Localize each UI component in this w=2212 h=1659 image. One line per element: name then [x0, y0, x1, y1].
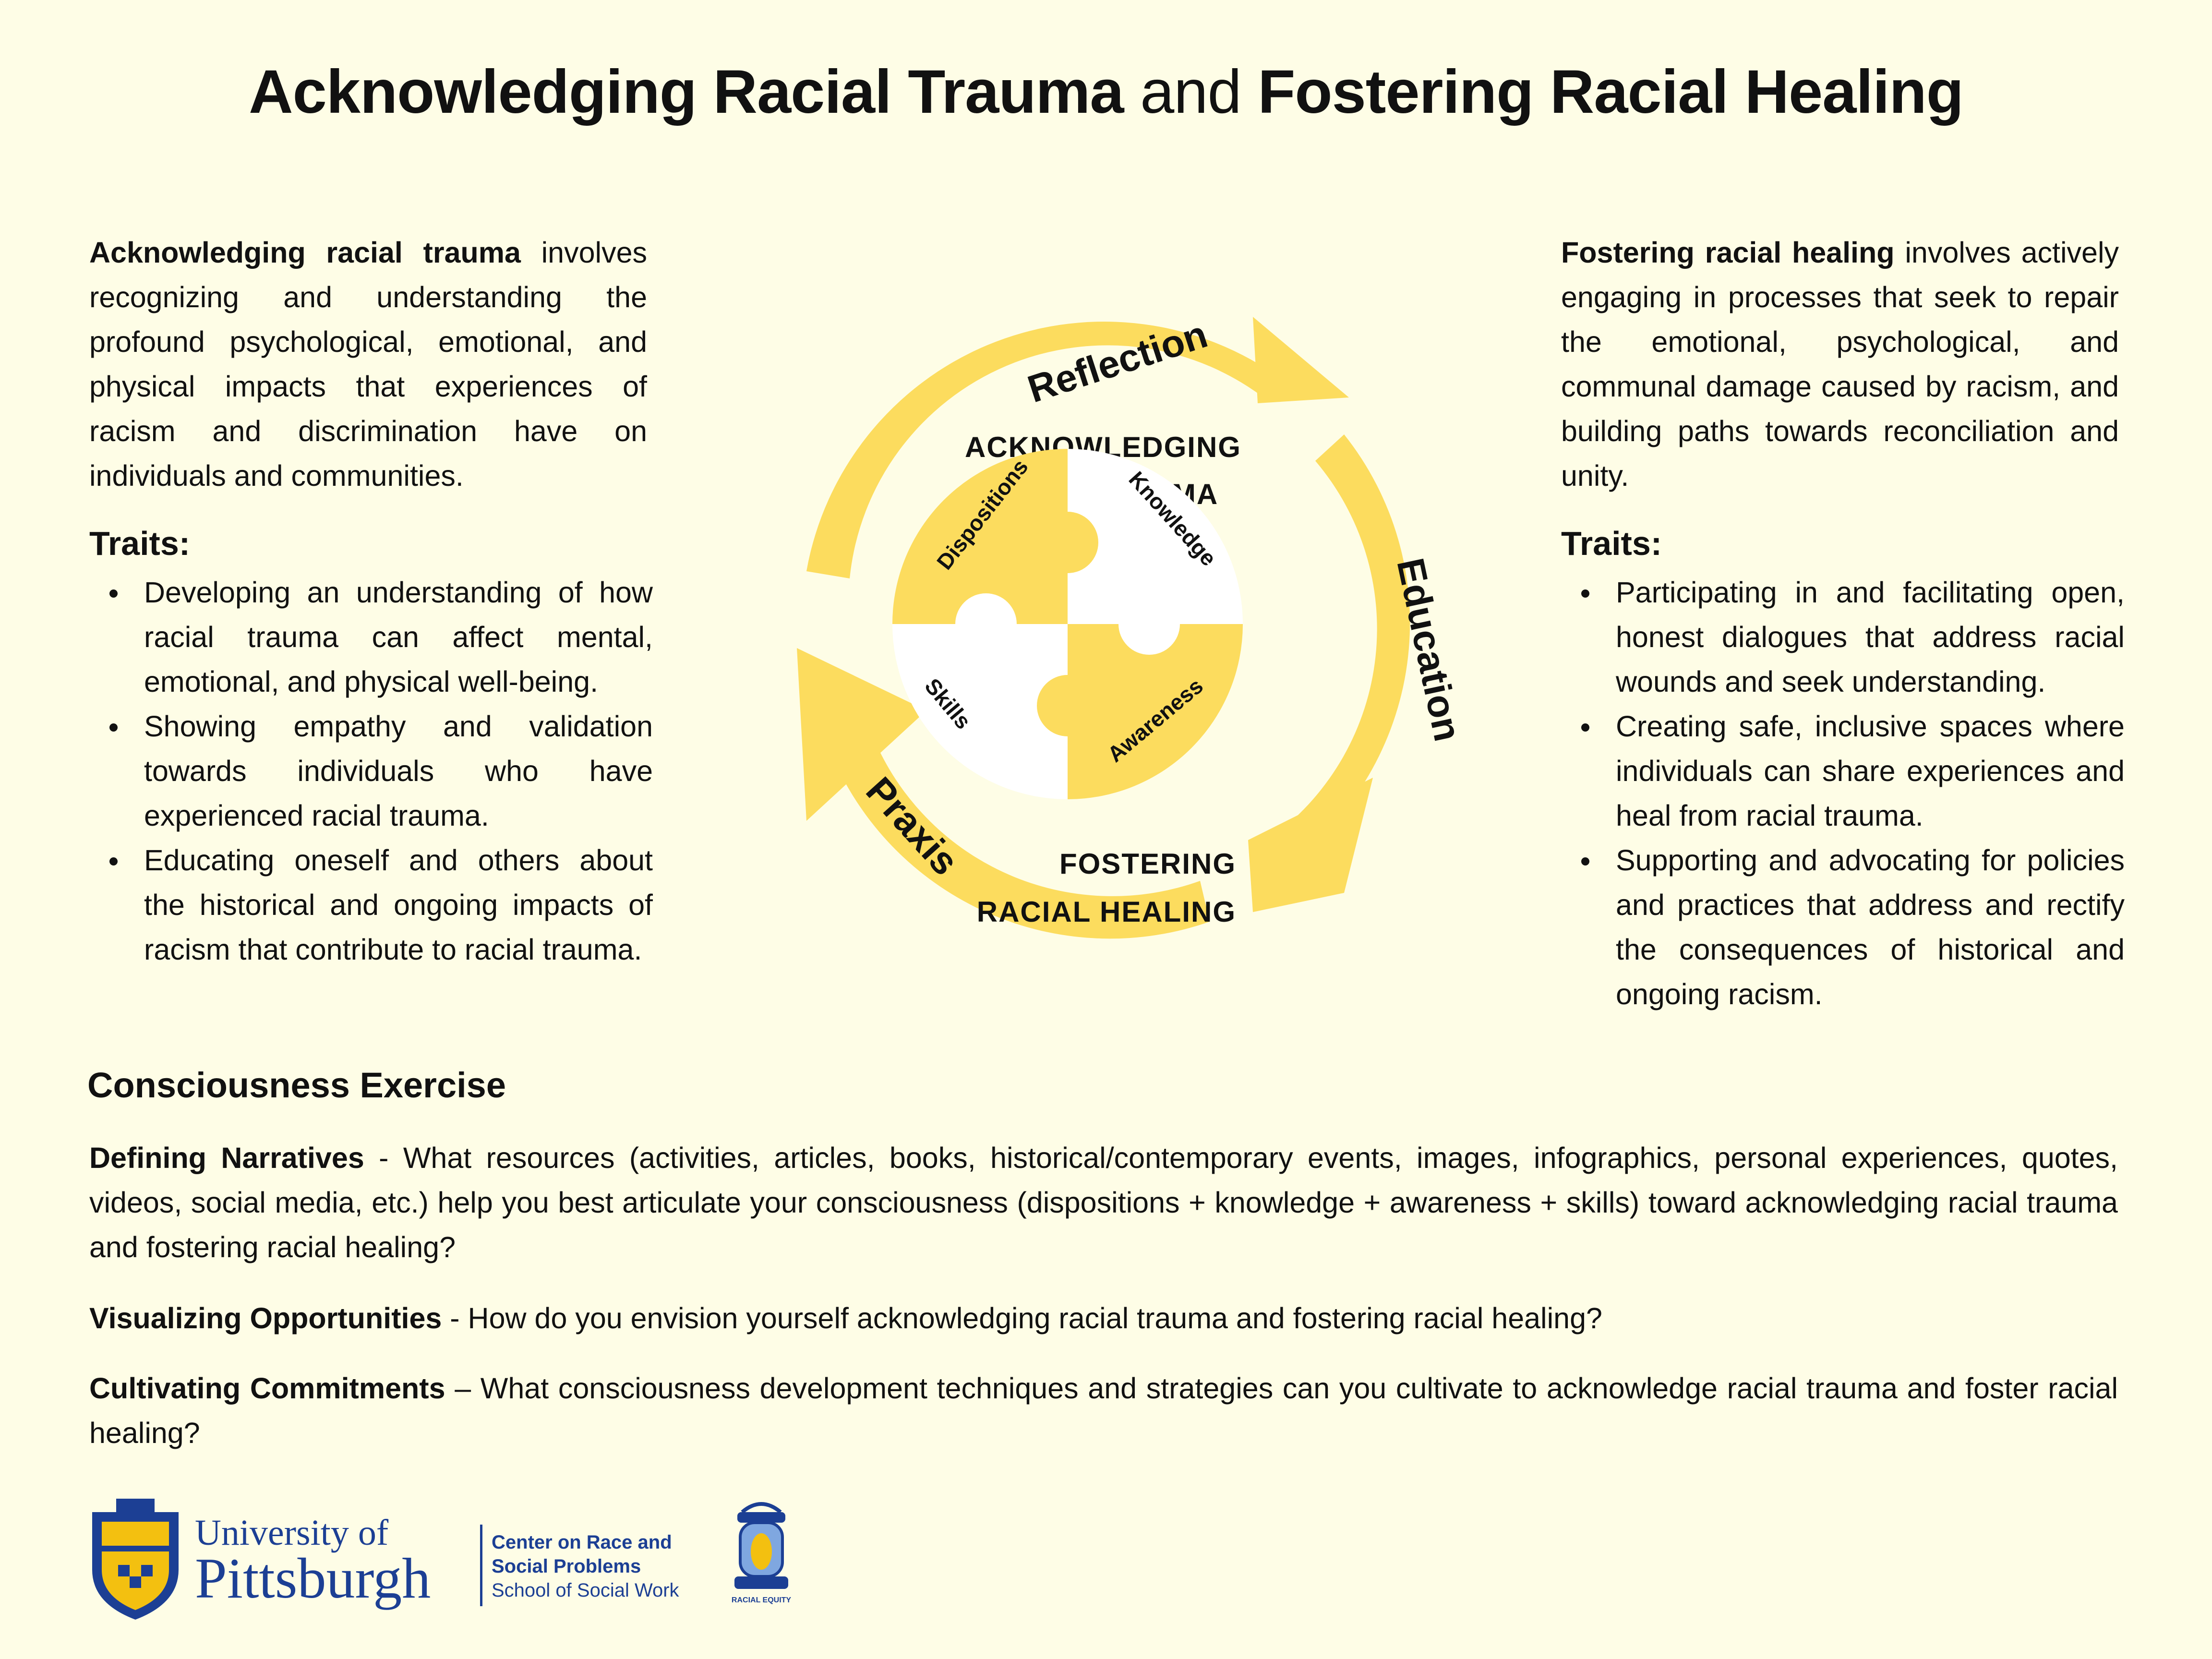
puzzle-piece-awareness	[1068, 624, 1243, 799]
arrow-education	[1248, 434, 1410, 912]
lantern-logo-icon: RACIAL EQUITY	[732, 1502, 791, 1604]
exercise-item-text: – What consciousness development techniq…	[89, 1372, 2118, 1449]
acknowledging-intro: Acknowledging racial trauma involves rec…	[89, 230, 647, 498]
center-line-1: Center on Race and	[492, 1532, 672, 1553]
arrow-praxis	[797, 648, 1210, 939]
puzzle-piece-skills	[892, 624, 1068, 799]
arrow-label-praxis: Praxis	[858, 769, 967, 883]
university-line-2: Pittsburgh	[195, 1546, 431, 1610]
school-name: School of Social Work	[492, 1580, 680, 1601]
puzzle-piece-knowledge	[1068, 449, 1243, 624]
exercise-item-title: Cultivating Commitments	[89, 1372, 445, 1405]
pitt-shield-icon	[92, 1499, 179, 1620]
page-title: Acknowledging Racial Trauma and Fosterin…	[0, 57, 2212, 127]
left-traits-heading: Traits:	[89, 525, 191, 562]
exercise-item-title: Defining Narratives	[89, 1142, 364, 1174]
list-item: Educating oneself and others about the h…	[109, 838, 653, 972]
title-part-2: Fostering Racial Healing	[1258, 58, 1964, 126]
exercise-item-title: Visualizing Opportunities	[89, 1302, 442, 1334]
exercise-item-cultivating-commitments: Cultivating Commitments – What conscious…	[89, 1366, 2118, 1455]
bottom-label-line-1: FOSTERING	[1059, 848, 1236, 880]
title-and: and	[1140, 58, 1242, 126]
list-item: Supporting and advocating for policies a…	[1581, 838, 2125, 1017]
fostering-intro-text: involves actively engaging in processes …	[1561, 236, 2119, 492]
acknowledging-intro-text: involves recognizing and understanding t…	[89, 236, 648, 492]
cycle-diagram: Reflection Education Praxis ACKNOWLEDGIN…	[797, 313, 1469, 939]
center-line-2: Social Problems	[492, 1556, 641, 1577]
arrow-reflection	[806, 317, 1349, 578]
right-traits-heading: Traits:	[1561, 525, 1662, 562]
acknowledging-intro-bold: Acknowledging racial trauma	[89, 236, 521, 269]
exercise-item-text: - How do you envision yourself acknowled…	[442, 1302, 1602, 1334]
title-part-1: Acknowledging Racial Trauma	[249, 58, 1124, 126]
footer-logos: University of Pittsburgh Center on Race …	[92, 1499, 791, 1620]
footer-divider	[480, 1525, 482, 1606]
fostering-intro-bold: Fostering racial healing	[1561, 236, 1895, 269]
puzzle-piece-dispositions	[892, 449, 1068, 624]
university-line-1: University of	[195, 1513, 389, 1553]
list-item: Participating in and facilitating open, …	[1581, 570, 2125, 704]
puzzle-circle: Dispositions Knowledge Skills Awareness	[892, 449, 1243, 799]
right-traits-list: Participating in and facilitating open, …	[1581, 570, 2125, 1017]
bottom-label-line-2: RACIAL HEALING	[977, 896, 1236, 928]
exercise-item-defining-narratives: Defining Narratives - What resources (ac…	[89, 1136, 2118, 1270]
left-traits-list: Developing an understanding of how racia…	[109, 570, 653, 972]
exercise-item-text: - What resources (activities, articles, …	[89, 1142, 2118, 1263]
lantern-caption: RACIAL EQUITY	[732, 1596, 791, 1604]
list-item: Showing empathy and validation towards i…	[109, 704, 653, 838]
list-item: Developing an understanding of how racia…	[109, 570, 653, 704]
fostering-intro: Fostering racial healing involves active…	[1561, 230, 2119, 498]
exercise-item-visualizing-opportunities: Visualizing Opportunities - How do you e…	[89, 1296, 2118, 1341]
list-item: Creating safe, inclusive spaces where in…	[1581, 704, 2125, 838]
exercise-heading: Consciousness Exercise	[87, 1065, 506, 1105]
